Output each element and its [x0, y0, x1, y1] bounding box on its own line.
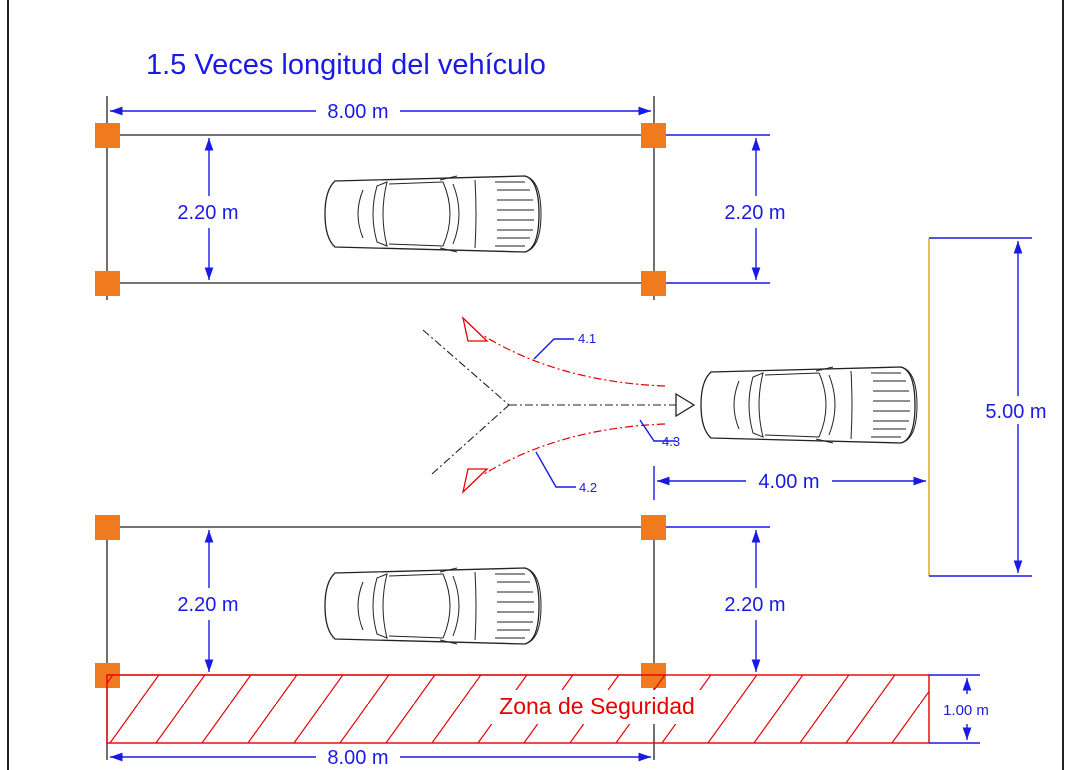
- approach-distance-label: 4.00 m: [758, 471, 819, 493]
- bottom-width-right-label: 2.20 m: [724, 594, 785, 616]
- path-label-4-1: 4.1: [578, 331, 596, 346]
- path-arrow-left-up: [461, 316, 489, 342]
- path-arrow-left-down: [461, 468, 489, 494]
- leader-line: [533, 338, 574, 360]
- column-marker: [641, 515, 666, 540]
- zone-depth-label: 1.00 m: [943, 702, 989, 719]
- top-width-right-label: 2.20 m: [724, 202, 785, 224]
- bottom-width-left-label: 2.20 m: [177, 594, 238, 616]
- column-marker: [641, 271, 666, 296]
- end-width-label: 5.00 m: [985, 401, 1046, 423]
- path-label-4-3: 4.3: [662, 434, 680, 449]
- leader-line: [639, 419, 676, 442]
- diagram-title: 1.5 Veces longitud del vehículo: [146, 49, 546, 81]
- leader-line: [535, 451, 576, 488]
- column-marker: [95, 515, 120, 540]
- maneuvering-car: [700, 366, 918, 444]
- top-width-left-label: 2.20 m: [177, 202, 238, 224]
- top-parking-stall: [95, 96, 666, 300]
- column-marker: [641, 123, 666, 148]
- column-marker: [95, 123, 120, 148]
- path-label-4-2: 4.2: [579, 480, 597, 495]
- column-marker: [95, 271, 120, 296]
- maneuver-paths: [422, 316, 696, 494]
- top-length-label: 8.00 m: [327, 101, 388, 123]
- safety-zone-label-bg: [470, 690, 718, 724]
- bottom-length-label: 8.00 m: [327, 747, 388, 769]
- path-arrow-straight: [675, 392, 696, 418]
- parked-car-bottom: [324, 567, 542, 645]
- parked-car-top: [324, 175, 542, 253]
- safety-zone-label: Zona de Seguridad: [499, 693, 695, 719]
